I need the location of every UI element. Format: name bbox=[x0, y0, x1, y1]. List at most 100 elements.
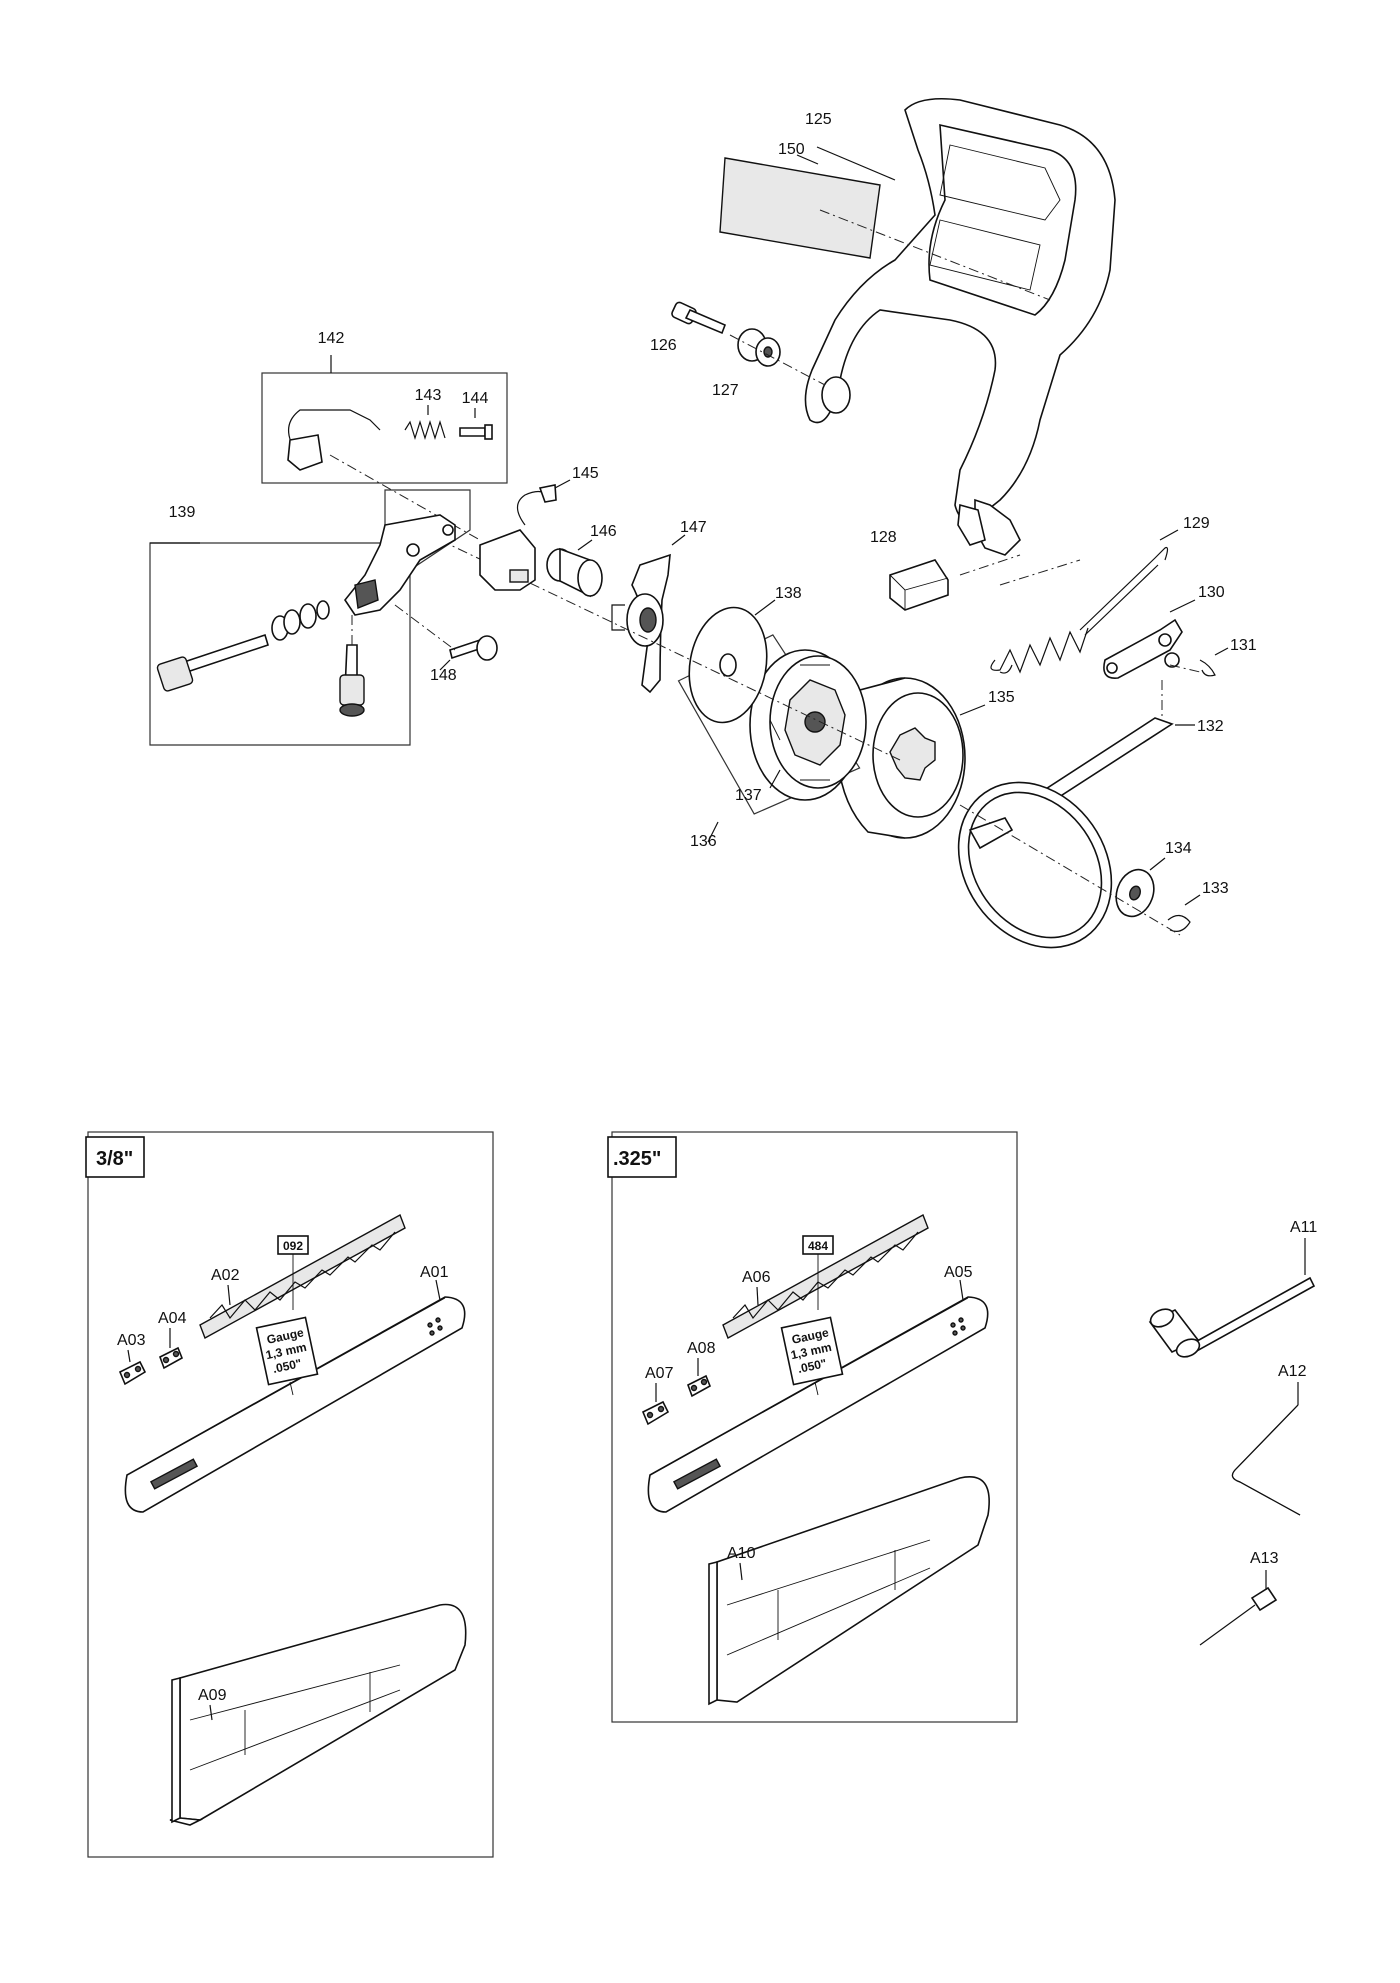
oil-pipe-part bbox=[287, 409, 381, 471]
chain-code-left: 092 bbox=[283, 1239, 303, 1253]
sleeve-part-146 bbox=[546, 547, 603, 598]
link-part-A04 bbox=[159, 1346, 184, 1370]
pitch-tag-left bbox=[85, 1136, 145, 1178]
callout-150: 150 bbox=[778, 141, 805, 158]
callout-146: 146 bbox=[590, 523, 617, 540]
callout-125: 125 bbox=[805, 111, 832, 128]
callout-A10: A10 bbox=[727, 1545, 756, 1562]
link-part-A07 bbox=[641, 1400, 670, 1426]
oil-pump-part bbox=[344, 514, 456, 616]
leader-130 bbox=[1169, 599, 1196, 613]
hex-key-part-A12 bbox=[1231, 1404, 1301, 1516]
sticker-part-150 bbox=[719, 157, 881, 259]
leader-A03 bbox=[127, 1349, 131, 1363]
pitch-label-right: .325" bbox=[613, 1148, 661, 1170]
callout-A13: A13 bbox=[1250, 1550, 1279, 1567]
pump-drive-part-147 bbox=[611, 553, 671, 694]
callout-A04: A04 bbox=[158, 1310, 187, 1327]
center-line bbox=[959, 554, 1021, 576]
gauge-leader-left bbox=[289, 1381, 294, 1396]
box-wrench-part-A11 bbox=[1148, 1276, 1316, 1358]
leader-150 bbox=[796, 154, 819, 165]
leader-125 bbox=[816, 146, 896, 181]
leader-137 bbox=[769, 769, 781, 789]
chain-code-right: 484 bbox=[808, 1239, 828, 1253]
callout-142: 142 bbox=[318, 330, 345, 347]
leader-A01 bbox=[435, 1279, 441, 1301]
callout-137: 137 bbox=[735, 787, 762, 804]
leader-134 bbox=[1149, 857, 1166, 871]
callout-131: 131 bbox=[1230, 637, 1257, 654]
center-line bbox=[1169, 664, 1201, 673]
gauge-leader-right bbox=[814, 1381, 819, 1396]
pitch-label-left: 3/8" bbox=[96, 1148, 133, 1170]
rod-part-129 bbox=[1079, 546, 1169, 636]
center-line bbox=[819, 209, 1051, 301]
screwdriver-part-A13 bbox=[1199, 1586, 1278, 1646]
leader-131 bbox=[1214, 647, 1229, 656]
leader-135 bbox=[959, 704, 986, 716]
screw-part-126 bbox=[671, 301, 727, 335]
callout-135: 135 bbox=[988, 689, 1015, 706]
callout-133: 133 bbox=[1202, 880, 1229, 897]
callout-138: 138 bbox=[775, 585, 802, 602]
leader-145 bbox=[554, 479, 571, 489]
bar-cover-part-A09 bbox=[169, 1603, 467, 1826]
callout-128: 128 bbox=[870, 529, 897, 546]
clutch-part-137 bbox=[749, 649, 867, 801]
spring-part-143 bbox=[404, 419, 446, 441]
link-part-A08 bbox=[687, 1374, 712, 1398]
gauge-line-3-right: .050" bbox=[797, 1356, 828, 1376]
callout-126: 126 bbox=[650, 337, 677, 354]
pitch-tag-right bbox=[607, 1136, 677, 1178]
callout-A06: A06 bbox=[742, 1269, 771, 1286]
bar-cover-part-A10 bbox=[708, 1476, 990, 1706]
callout-A12: A12 bbox=[1278, 1363, 1307, 1380]
callout-134: 134 bbox=[1165, 840, 1192, 857]
block-part-128 bbox=[889, 559, 949, 611]
callout-144: 144 bbox=[462, 390, 489, 407]
callout-148: 148 bbox=[430, 667, 457, 684]
leader-138 bbox=[754, 599, 776, 616]
spring-part bbox=[990, 627, 1089, 674]
leader-129 bbox=[1159, 529, 1179, 541]
lever-part-130 bbox=[1103, 618, 1183, 679]
leader-148 bbox=[439, 659, 451, 671]
leader-A09 bbox=[209, 1704, 213, 1721]
callout-A01: A01 bbox=[420, 1264, 449, 1281]
kit-box-142 bbox=[261, 372, 508, 484]
callout-A02: A02 bbox=[211, 1267, 240, 1284]
pin-part-144 bbox=[459, 424, 493, 440]
oil-hose-part-145 bbox=[516, 484, 557, 526]
leader-136 bbox=[707, 821, 719, 843]
saw-chain-part-A06 bbox=[722, 1214, 929, 1339]
callout-A08: A08 bbox=[687, 1340, 716, 1357]
leader-A06 bbox=[756, 1286, 759, 1306]
center-line bbox=[394, 604, 456, 651]
screw-part-148 bbox=[449, 635, 498, 661]
gauge-tag-left bbox=[255, 1316, 319, 1386]
plunger-part bbox=[339, 644, 365, 717]
brake-band-part bbox=[957, 781, 1113, 949]
callout-127: 127 bbox=[712, 382, 739, 399]
callout-147: 147 bbox=[680, 519, 707, 536]
leader-A05 bbox=[959, 1279, 964, 1301]
center-line bbox=[959, 804, 1181, 936]
callout-A05: A05 bbox=[944, 1264, 973, 1281]
callout-145: 145 bbox=[572, 465, 599, 482]
panel-325 bbox=[611, 1131, 1018, 1723]
callout-A03: A03 bbox=[117, 1332, 146, 1349]
panel-3-8 bbox=[87, 1131, 494, 1858]
callout-130: 130 bbox=[1198, 584, 1225, 601]
callout-A09: A09 bbox=[198, 1687, 227, 1704]
washer-part-138 bbox=[688, 606, 768, 724]
center-line bbox=[729, 334, 826, 386]
callout-132: 132 bbox=[1197, 718, 1224, 735]
callout-136: 136 bbox=[690, 833, 717, 850]
guide-bar-part-A01 bbox=[124, 1296, 466, 1513]
hand-guard-part-125 bbox=[804, 97, 1116, 556]
washer-part-134 bbox=[1115, 868, 1155, 918]
gauge-line-3-left: .050" bbox=[272, 1356, 303, 1376]
